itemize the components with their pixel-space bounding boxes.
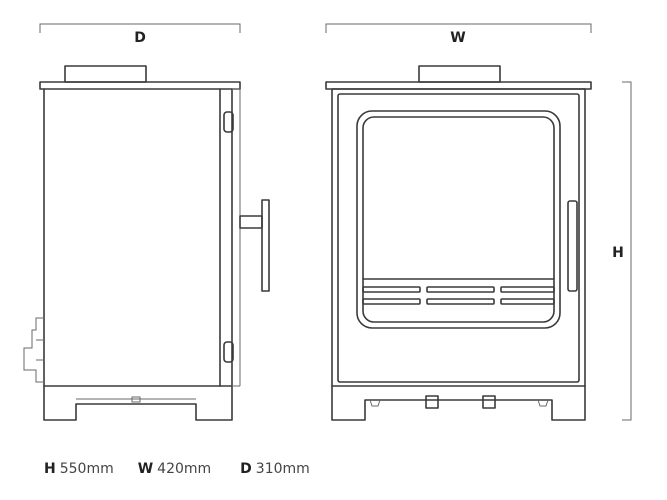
spec-depth-key: D bbox=[240, 461, 252, 477]
spec-width-value: 420mm bbox=[157, 461, 212, 477]
height-label: H bbox=[612, 245, 624, 261]
front-plinth bbox=[331, 385, 586, 421]
spec-depth: D 310mm bbox=[240, 461, 310, 477]
front-top-plate bbox=[325, 81, 592, 90]
spec-width-key: W bbox=[137, 461, 154, 477]
front-air-control-right bbox=[482, 395, 496, 409]
side-flue-collar bbox=[64, 65, 147, 83]
side-rear-air-inlet bbox=[23, 317, 44, 383]
spec-height-key: H bbox=[44, 461, 56, 477]
spec-depth-value: 310mm bbox=[255, 461, 310, 477]
width-label: W bbox=[450, 30, 465, 46]
front-glass-window bbox=[356, 110, 561, 329]
side-hinge-bottom bbox=[223, 341, 234, 363]
side-view: D bbox=[23, 23, 270, 421]
height-dimension: H bbox=[612, 81, 632, 421]
depth-dimension: D bbox=[39, 23, 241, 46]
width-dimension: W bbox=[325, 23, 592, 46]
depth-label: D bbox=[134, 30, 146, 46]
side-top-plate bbox=[39, 81, 241, 90]
spec-width: W 420mm bbox=[138, 461, 211, 477]
side-plinth bbox=[43, 385, 233, 421]
side-body bbox=[43, 88, 233, 387]
side-hinge-top bbox=[223, 111, 234, 133]
front-air-control-left bbox=[425, 395, 439, 409]
front-body bbox=[331, 88, 586, 387]
spec-height: H 550mm bbox=[44, 461, 114, 477]
spec-height-value: 550mm bbox=[59, 461, 114, 477]
side-door-handle bbox=[239, 199, 270, 292]
front-flue-collar bbox=[418, 65, 501, 83]
front-view: W bbox=[325, 23, 632, 421]
dimension-specs: H 550mm W 420mm D 310mm bbox=[44, 459, 310, 479]
front-fire-grate bbox=[362, 278, 555, 305]
front-door bbox=[337, 93, 580, 383]
front-door-handle bbox=[567, 200, 578, 292]
